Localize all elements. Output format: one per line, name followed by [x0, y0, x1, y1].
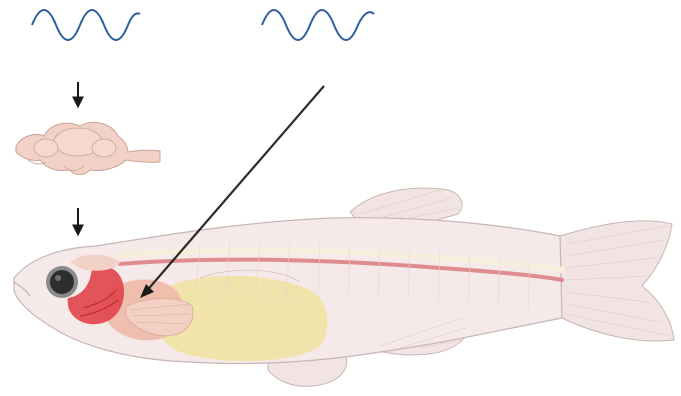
tail-fin: [560, 221, 674, 341]
sine-wave-center: [262, 10, 374, 40]
isolated-brain: [16, 122, 160, 174]
zebrafish-body: [14, 188, 674, 386]
sine-wave-left: [32, 10, 140, 40]
eye: [50, 270, 74, 294]
